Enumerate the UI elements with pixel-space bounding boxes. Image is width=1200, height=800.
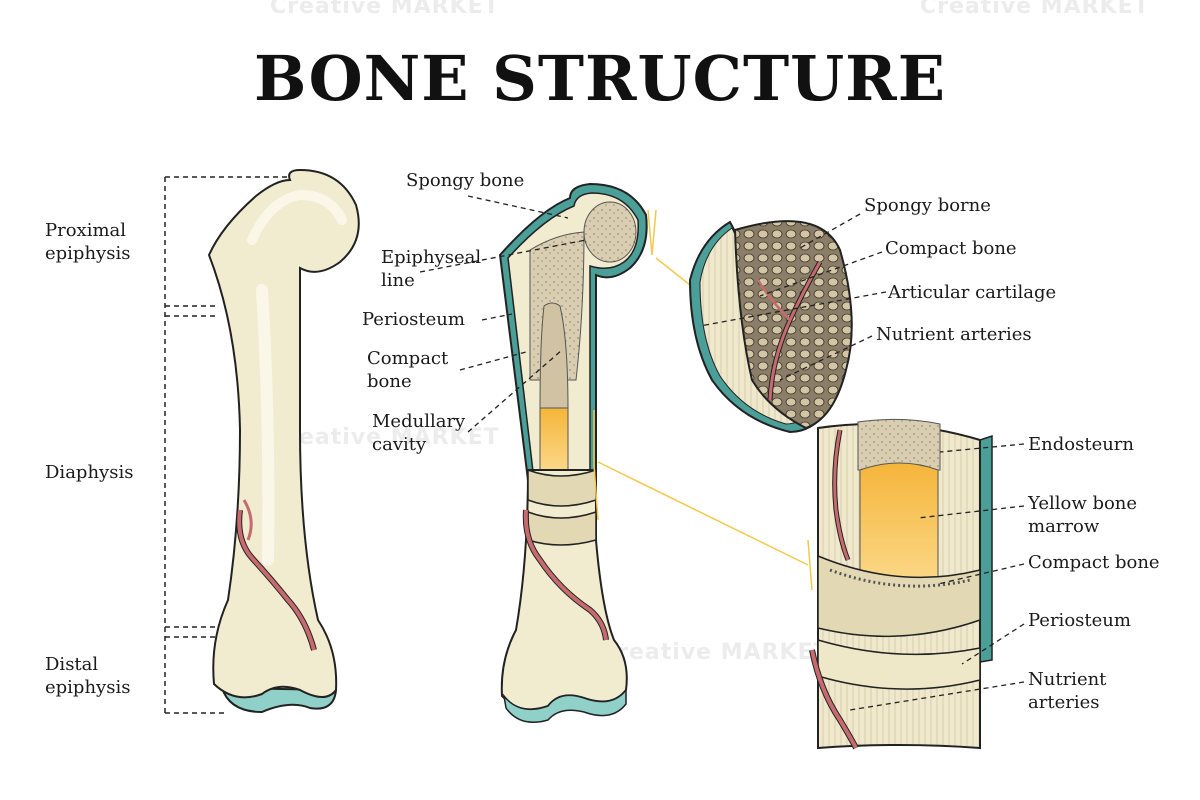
label-compact-bone-upper: Compact bone (885, 238, 1017, 259)
label-spongy-bone: Spongy bone (406, 170, 525, 191)
spongy-detail (688, 220, 853, 434)
label-diaphysis: Diaphysis (45, 462, 134, 483)
label-proximal-epiphysis: Proximal epiphysis (45, 220, 131, 264)
femur-section (498, 182, 648, 723)
label-compact-bone-lower: Compact bone (1028, 552, 1160, 573)
label-periosteum: Periosteum (362, 309, 465, 330)
callout-connectors (593, 209, 813, 591)
label-articular-cartilage: Articular cartilage (888, 282, 1057, 303)
label-medullary-cavity: Medullary cavity (372, 411, 466, 455)
watermark: Creative MARKET (920, 0, 1150, 19)
watermark: Creative MARKET (270, 425, 500, 450)
label-yellow-bone-marrow: Yellow bone marrow (1028, 493, 1138, 537)
label-distal-epiphysis: Distal epiphysis (45, 654, 131, 698)
label-nutrient-arteries-upper: Nutrient arteries (876, 324, 1032, 345)
label-nutrient-arteries-lower: Nutrient arteries (1028, 669, 1107, 713)
page-title: BONE STRUCTURE (254, 42, 946, 115)
label-endosteum: Endosteurn (1028, 434, 1135, 455)
label-compact-bone: Compact bone (367, 348, 449, 392)
watermark: Creative MARKET (600, 640, 830, 665)
label-spongy-borne: Spongy borne (864, 195, 991, 216)
label-periosteum-lower: Periosteum (1028, 610, 1131, 631)
watermark: Creative MARKET (270, 0, 500, 19)
region-brackets (164, 176, 290, 714)
leader-lines (419, 195, 1025, 711)
shaft-detail (809, 418, 993, 750)
label-epiphyseal-line: Epiphyseal line (381, 247, 482, 291)
whole-femur (207, 168, 360, 714)
